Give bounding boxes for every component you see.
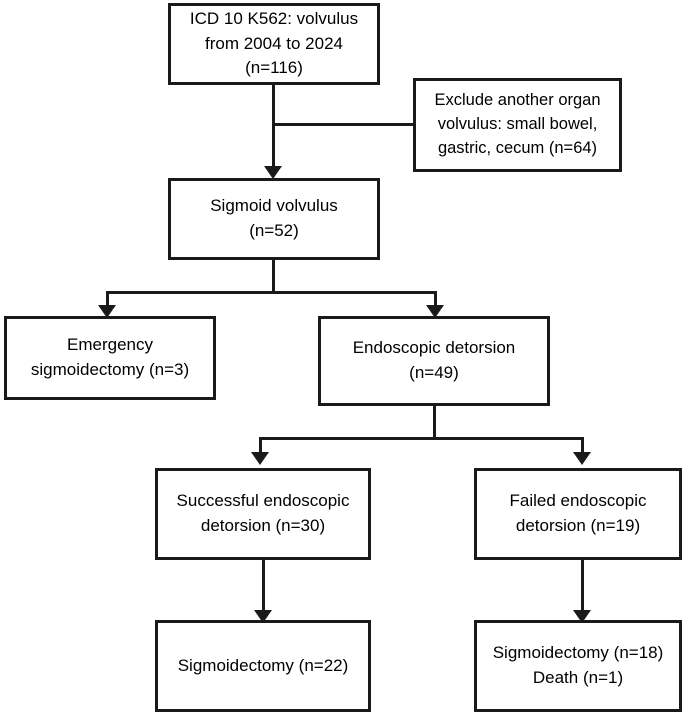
node-successful-detorsion: Successful endoscopic detorsion (n=30) <box>155 468 371 560</box>
node-sigmoidectomy-22: Sigmoidectomy (n=22) <box>155 620 371 712</box>
edge-cohort-to-excluded <box>272 123 415 126</box>
edge-failed-to-sigmoidectomy18 <box>581 560 584 616</box>
node-failed-detorsion: Failed endoscopic detorsion (n=19) <box>474 468 682 560</box>
node-cohort-label: ICD 10 K562: volvulus from 2004 to 2024 … <box>189 9 359 78</box>
node-failed-detorsion-label: Failed endoscopic detorsion (n=19) <box>509 491 647 535</box>
edge-successful-to-sigmoidectomy22 <box>262 560 265 616</box>
node-sigmoidectomy-18-death-label: Sigmoidectomy (n=18) Death (n=1) <box>492 643 664 687</box>
arrowhead-cohort-to-sigmoid <box>264 166 282 179</box>
arrowhead-sigmoid-to-emergency <box>98 305 116 318</box>
node-endoscopic-detorsion: Endoscopic detorsion (n=49) <box>318 316 550 406</box>
node-sigmoidectomy-22-label: Sigmoidectomy (n=22) <box>177 655 349 675</box>
edge-sigmoid-to-emergency <box>106 291 109 313</box>
edge-endoscopic-split-bar <box>259 437 584 440</box>
node-emergency-sigmoidectomy: Emergency sigmoidectomy (n=3) <box>4 316 216 400</box>
arrowhead-successful-to-sigmoidectomy22 <box>254 610 272 623</box>
arrowhead-sigmoid-to-endoscopic <box>426 305 444 318</box>
edge-endoscopic-stem <box>433 406 436 440</box>
edge-sigmoid-to-endoscopic <box>434 291 437 313</box>
node-endoscopic-detorsion-label: Endoscopic detorsion (n=49) <box>352 338 516 382</box>
arrowhead-endoscopic-to-successful <box>251 452 269 465</box>
edge-sigmoid-split-bar <box>106 291 437 294</box>
arrowhead-failed-to-sigmoidectomy18 <box>573 610 591 623</box>
node-successful-detorsion-label: Successful endoscopic detorsion (n=30) <box>176 491 350 535</box>
node-excluded-label: Exclude another organ volvulus: small bo… <box>434 91 601 157</box>
node-sigmoid-volvulus-label: Sigmoid volvulus (n=52) <box>210 196 338 240</box>
edge-sigmoid-stem <box>272 260 275 294</box>
edge-cohort-to-sigmoid <box>272 85 275 170</box>
edge-endoscopic-to-failed <box>581 437 584 459</box>
edge-endoscopic-to-successful <box>259 437 262 459</box>
node-excluded: Exclude another organ volvulus: small bo… <box>413 78 622 172</box>
node-cohort: ICD 10 K562: volvulus from 2004 to 2024 … <box>168 3 380 85</box>
node-sigmoid-volvulus: Sigmoid volvulus (n=52) <box>168 178 380 260</box>
node-sigmoidectomy-18-death: Sigmoidectomy (n=18) Death (n=1) <box>474 620 682 712</box>
arrowhead-endoscopic-to-failed <box>573 452 591 465</box>
node-emergency-sigmoidectomy-label: Emergency sigmoidectomy (n=3) <box>30 335 190 379</box>
